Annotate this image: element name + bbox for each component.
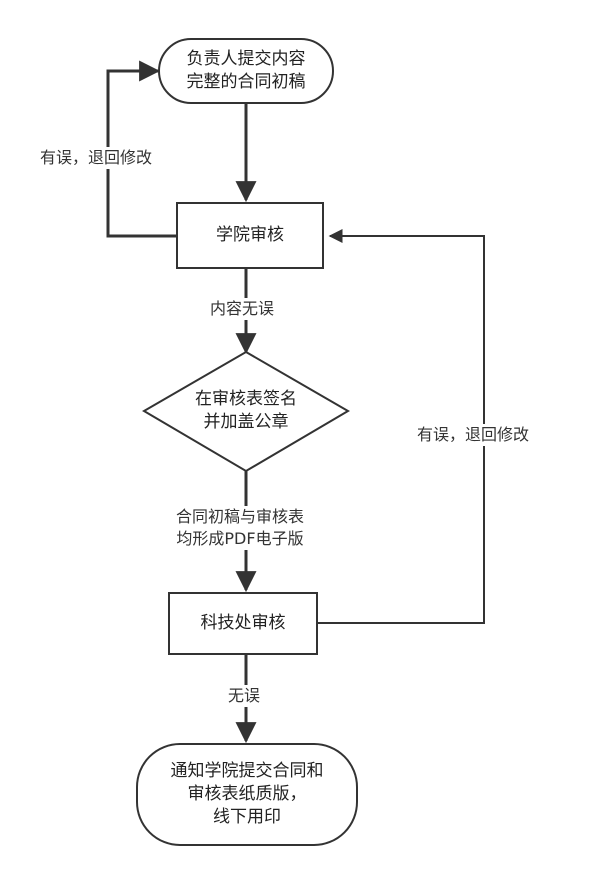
college-review-label: 学院审核 bbox=[216, 225, 284, 245]
sci-office-review-label: 科技处审核 bbox=[200, 613, 286, 633]
content-ok-label: 内容无误 bbox=[208, 298, 277, 320]
start-node: 负责人提交内容 完整的合同初稿 bbox=[158, 38, 334, 104]
college-error-label: 有误，退回修改 bbox=[38, 147, 155, 169]
start-line-1: 负责人提交内容 bbox=[186, 49, 306, 69]
sign-stamp-node: 在审核表签名 并加盖公章 bbox=[172, 386, 320, 436]
pdf-label-line-2: 均形成PDF电子版 bbox=[176, 529, 304, 548]
no-error-label: 无误 bbox=[226, 685, 263, 707]
end-node: 通知学院提交合同和 审核表纸质版， 线下用印 bbox=[136, 743, 358, 846]
pdf-label: 合同初稿与审核表 均形成PDF电子版 bbox=[174, 506, 307, 550]
sign-stamp-line-2: 并加盖公章 bbox=[203, 412, 289, 432]
end-line-3: 线下用印 bbox=[213, 807, 281, 827]
sign-stamp-line-1: 在审核表签名 bbox=[195, 389, 297, 409]
decision-diamond-shape bbox=[142, 350, 350, 473]
end-line-1: 通知学院提交合同和 bbox=[170, 761, 324, 781]
sci-office-review-node: 科技处审核 bbox=[168, 592, 318, 655]
college-review-node: 学院审核 bbox=[176, 202, 324, 269]
end-line-2: 审核表纸质版， bbox=[187, 784, 307, 804]
pdf-label-line-1: 合同初稿与审核表 bbox=[176, 507, 305, 526]
sci-error-label: 有误，退回修改 bbox=[415, 424, 532, 446]
start-line-2: 完整的合同初稿 bbox=[186, 72, 306, 92]
